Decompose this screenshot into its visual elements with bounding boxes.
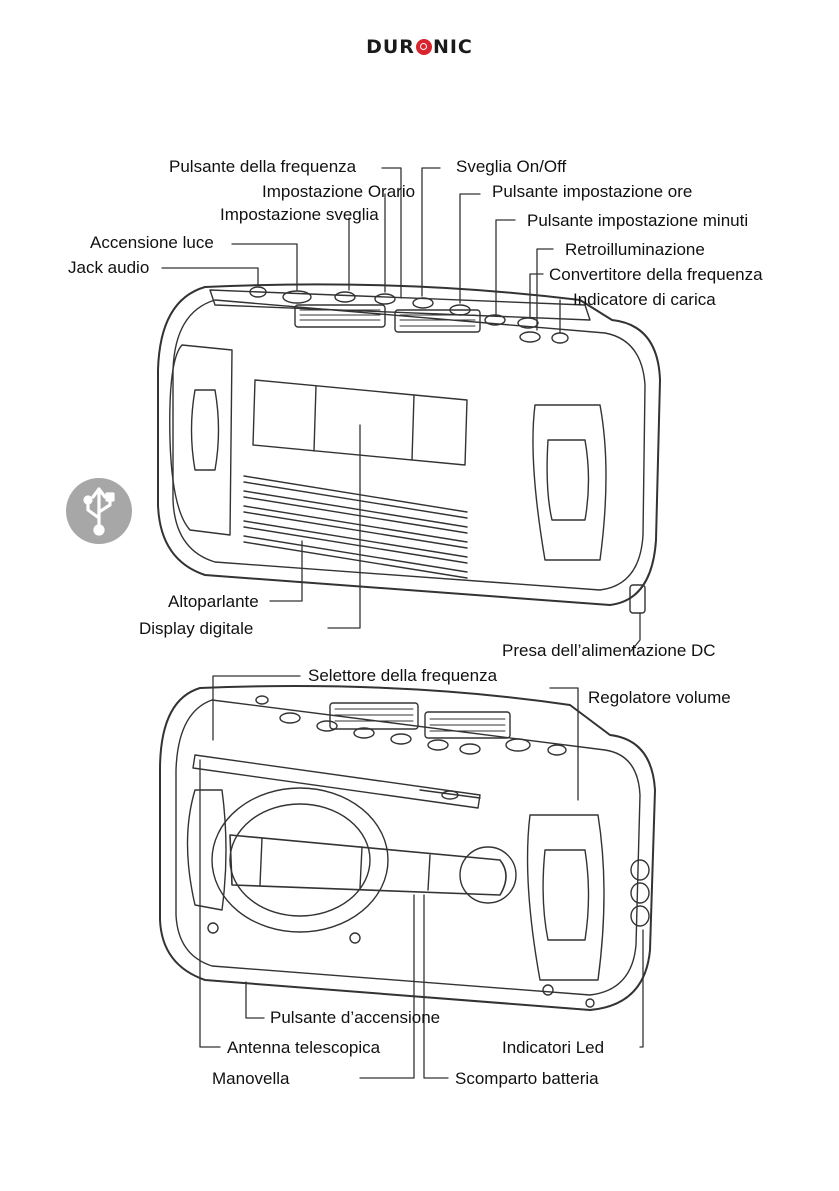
logo-text-left: DUR	[366, 36, 415, 58]
label-display: Display digitale	[139, 619, 254, 638]
label-retroilluminazione: Retroilluminazione	[565, 240, 705, 259]
label-selettore: Selettore della frequenza	[308, 666, 498, 685]
label-sveglia-onoff: Sveglia On/Off	[456, 157, 567, 176]
label-jack-audio: Jack audio	[68, 258, 150, 277]
label-scomparto: Scomparto batteria	[455, 1069, 599, 1088]
front-leader-lines	[161, 167, 641, 652]
radio-front-view	[157, 283, 661, 614]
label-regolatore: Regolatore volume	[588, 688, 731, 707]
label-pulsante-minuti: Pulsante impostazione minuti	[527, 211, 749, 230]
label-pulsante-ore: Pulsante impostazione ore	[492, 182, 693, 201]
power-icon	[415, 39, 432, 55]
label-altoparlante: Altoparlante	[168, 592, 259, 611]
label-pulsante-frequenza: Pulsante della frequenza	[169, 157, 357, 176]
label-pulsante-accensione: Pulsante d’accensione	[270, 1008, 441, 1027]
label-indicatore-carica: Indicatore di carica	[573, 290, 716, 309]
label-presa-dc: Presa dell’alimentazione DC	[502, 641, 716, 660]
label-antenna: Antenna telescopica	[227, 1038, 381, 1057]
radio-back-view	[159, 685, 656, 1011]
label-convertitore: Convertitore della frequenza	[549, 265, 763, 284]
label-manovella: Manovella	[212, 1069, 290, 1088]
label-accensione-luce: Accensione luce	[90, 233, 214, 252]
label-impostazione-sveglia: Impostazione sveglia	[220, 205, 379, 224]
usb-icon	[83, 487, 115, 536]
logo-text-right: NIC	[432, 36, 473, 58]
label-impostazione-orario: Impostazione Orario	[262, 182, 416, 201]
usb-badge	[66, 478, 132, 544]
label-indicatori-led: Indicatori Led	[502, 1038, 605, 1057]
back-leader-lines	[199, 675, 644, 1079]
brand-logo: DUR NIC	[0, 36, 839, 58]
